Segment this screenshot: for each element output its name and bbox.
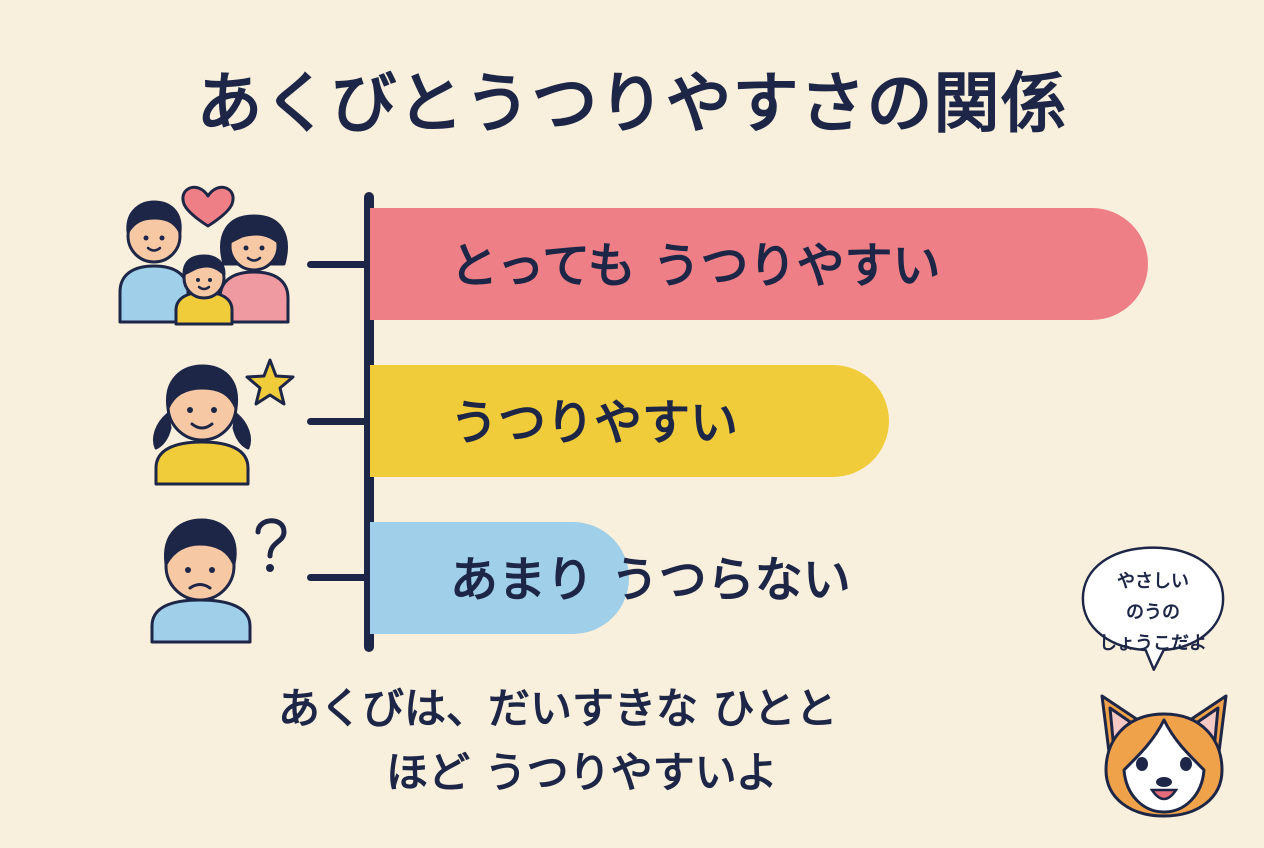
note-line-2: ほど うつりやすいよ [386, 748, 778, 797]
bar-rarely-contagious [370, 522, 629, 634]
bar-label-very-contagious: とっても うつりやすい [450, 238, 941, 294]
bar-contagious [370, 365, 889, 477]
question-mark-icon [255, 518, 287, 572]
page-title: あくびとうつりやすさの関係 [196, 65, 1068, 142]
axis-tick-1 [307, 261, 369, 268]
girl-with-star-icon [153, 358, 295, 486]
star-icon [245, 358, 295, 406]
speech-line-3: しょうこだよ [1099, 633, 1207, 654]
bar-very-contagious [370, 208, 1148, 320]
axis-tick-3 [307, 574, 369, 581]
chart-axis [364, 192, 374, 652]
axis-tick-2 [307, 418, 369, 425]
speech-bubble [1081, 546, 1225, 671]
heart-icon [181, 185, 235, 228]
bar-label-rarely-contagious: あまり うつらない [450, 552, 851, 608]
bar-label-contagious: うつりやすい [450, 395, 739, 451]
speech-line-1: やさしい [1117, 571, 1189, 592]
speech-line-2: のうの [1126, 602, 1180, 623]
note-line-1: あくびは、だいすきな ひとと [278, 684, 838, 733]
family-with-heart-icon [118, 185, 290, 326]
corgi-icon [1100, 694, 1228, 818]
speech-bubble-text: やさしい のうの しょうこだよ [1066, 566, 1240, 659]
person-with-question-icon [150, 518, 287, 644]
